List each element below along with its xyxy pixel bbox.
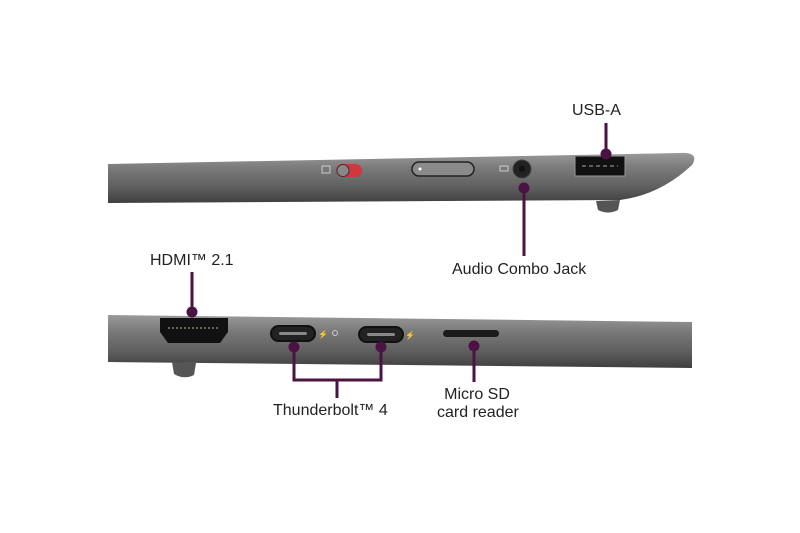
audio-combo-jack-label: Audio Combo Jack — [452, 261, 587, 278]
microsd-label: Micro SD card reader — [437, 386, 519, 422]
hdmi-label: HDMI™ 2.1 — [150, 252, 234, 269]
svg-text:⚡: ⚡ — [405, 330, 415, 340]
hdmi-port — [160, 318, 228, 343]
microsd-label-line1: Micro SD — [444, 386, 510, 403]
camera-icon — [321, 165, 331, 174]
svg-text:⚡: ⚡ — [318, 329, 328, 339]
microsd-label-line2: card reader — [437, 404, 519, 421]
camera-shutter-switch[interactable] — [336, 164, 362, 177]
laptop-right-side — [108, 152, 695, 213]
laptop-left-side: ⚡ ⚡ — [108, 315, 692, 378]
power-button[interactable] — [411, 161, 475, 177]
microsd-slot — [443, 330, 499, 337]
callouts — [186, 123, 612, 398]
usb-a-label: USB-A — [572, 102, 621, 119]
usb-power-icon — [499, 165, 509, 172]
thunderbolt-label: Thunderbolt™ 4 — [273, 402, 388, 419]
